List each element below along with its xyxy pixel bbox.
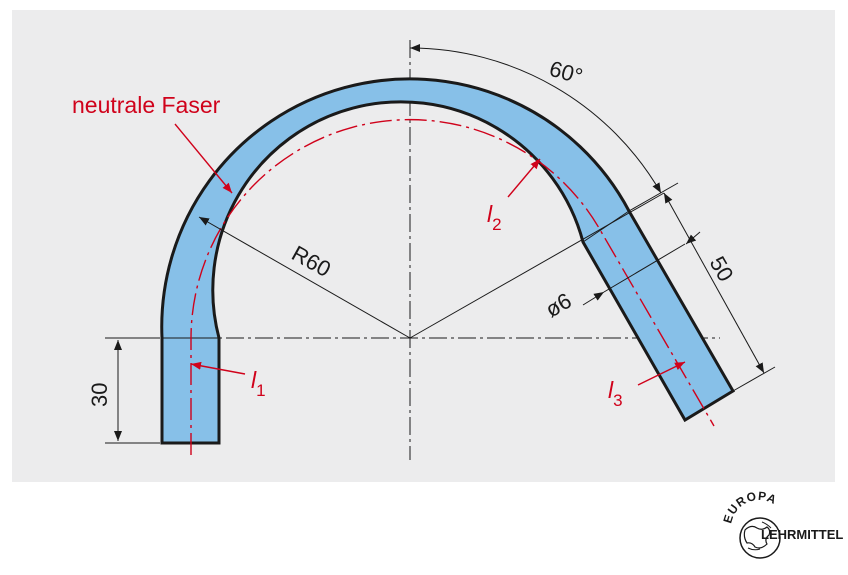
svg-text:EUROPA: EUROPA [720, 489, 779, 525]
l2-leader [507, 158, 541, 198]
diameter-line [603, 243, 686, 293]
radius-line [198, 216, 411, 339]
angle-arc [409, 44, 662, 194]
diameter-arrow-outer [582, 291, 605, 306]
publisher-logo: EUROPA LEHRMITTEL [720, 489, 843, 559]
l3-label: l3 [608, 377, 623, 410]
extension-line-50a [628, 182, 679, 212]
dimension-line-50 [663, 192, 765, 374]
length-30-label: 30 [87, 383, 112, 407]
l1-label: l1 [251, 367, 266, 400]
l2-label: l2 [487, 201, 502, 234]
extension-line-50b [732, 366, 776, 392]
l3-leader [637, 361, 686, 386]
neutral-fiber-leader [174, 123, 233, 194]
globe-icon [739, 517, 781, 559]
svg-text:LEHRMITTEL: LEHRMITTEL [761, 527, 843, 542]
angle-leg-line [409, 192, 665, 339]
l1-leader [190, 361, 246, 375]
neutral-fiber-label: neutrale Faser [72, 92, 221, 118]
diameter-arrow-inner [685, 231, 701, 245]
